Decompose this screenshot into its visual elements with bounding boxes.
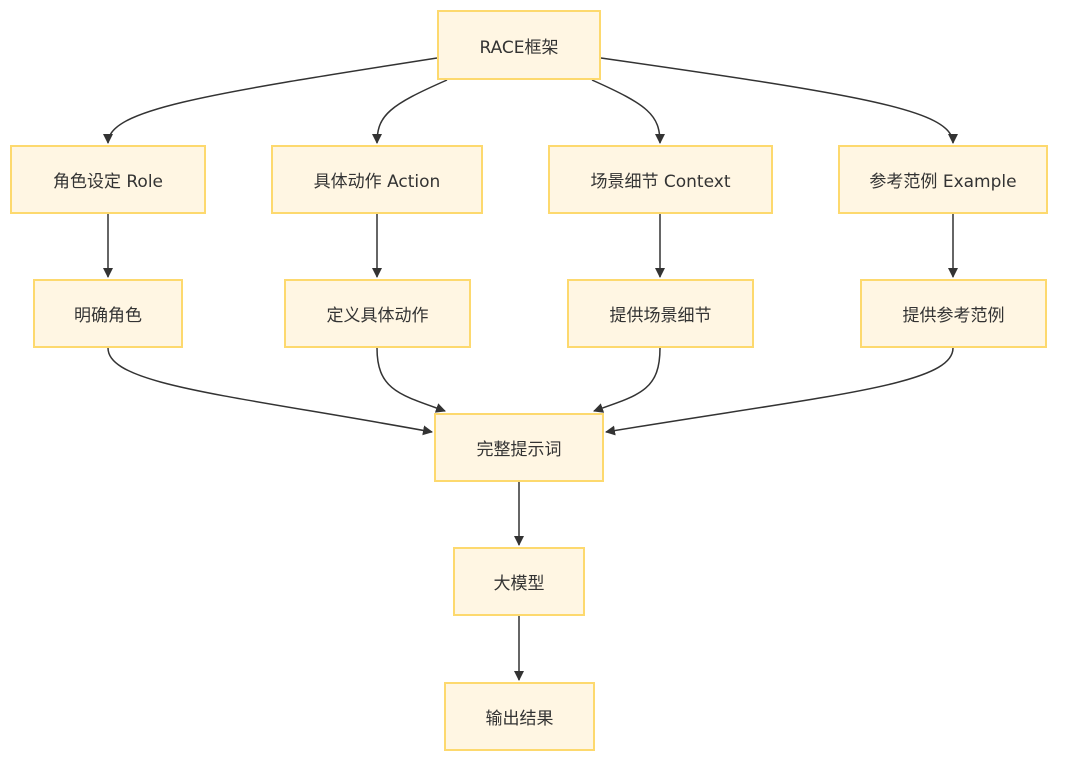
node-define-action: 定义具体动作: [284, 279, 471, 348]
node-provide-example: 提供参考范例: [860, 279, 1047, 348]
node-complete-prompt: 完整提示词: [434, 413, 604, 482]
edge-root-role: [103, 57, 438, 144]
edge-root-context: [591, 79, 665, 144]
node-provide-context: 提供场景细节: [567, 279, 754, 348]
edge-context2-prompt: [593, 347, 661, 413]
edge-root-action: [372, 79, 448, 144]
edge-role2-prompt: [107, 347, 433, 436]
node-example: 参考范例 Example: [838, 145, 1048, 214]
node-context: 场景细节 Context: [548, 145, 773, 214]
node-output-result: 输出结果: [444, 682, 595, 751]
node-role: 角色设定 Role: [10, 145, 206, 214]
node-race-framework: RACE框架: [437, 10, 601, 80]
edge-action2-prompt: [376, 347, 446, 413]
node-define-role: 明确角色: [33, 279, 183, 348]
node-action: 具体动作 Action: [271, 145, 483, 214]
edge-example2-prompt: [605, 347, 954, 436]
node-large-model: 大模型: [453, 547, 585, 616]
edge-root-example: [600, 57, 958, 144]
